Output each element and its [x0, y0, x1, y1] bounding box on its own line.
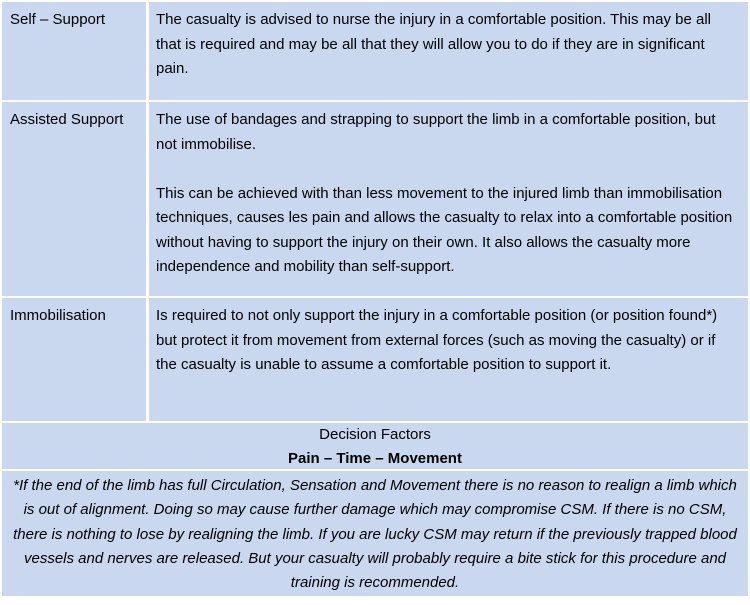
table-row-self-support: Self – Support The casualty is advised t… — [0, 2, 750, 100]
footnote-text: *If the end of the limb has full Circula… — [2, 471, 748, 596]
row-description: The use of bandages and strapping to sup… — [149, 102, 748, 296]
row-label: Self – Support — [2, 2, 146, 100]
table-row-assisted-support: Assisted Support The use of bandages and… — [0, 102, 750, 296]
row-description: The casualty is advised to nurse the inj… — [149, 2, 748, 100]
decision-factors-cell: Decision Factors Pain – Time – Movement — [2, 423, 748, 469]
description-paragraph: The use of bandages and strapping to sup… — [156, 111, 716, 153]
description-paragraph: Is required to not only support the inju… — [156, 307, 718, 373]
footnote-row: *If the end of the limb has full Circula… — [0, 471, 750, 596]
row-label: Immobilisation — [2, 298, 146, 421]
row-label: Assisted Support — [2, 102, 146, 296]
description-paragraph: This can be achieved with than less move… — [156, 184, 733, 276]
decision-factors-row: Decision Factors Pain – Time – Movement — [0, 423, 750, 469]
table-row-immobilisation: Immobilisation Is required to not only s… — [0, 298, 750, 421]
decision-factors-title: Decision Factors — [319, 426, 431, 443]
description-paragraph: The casualty is advised to nurse the inj… — [156, 11, 711, 77]
decision-factors-list: Pain – Time – Movement — [288, 450, 462, 467]
row-description: Is required to not only support the inju… — [149, 298, 748, 421]
